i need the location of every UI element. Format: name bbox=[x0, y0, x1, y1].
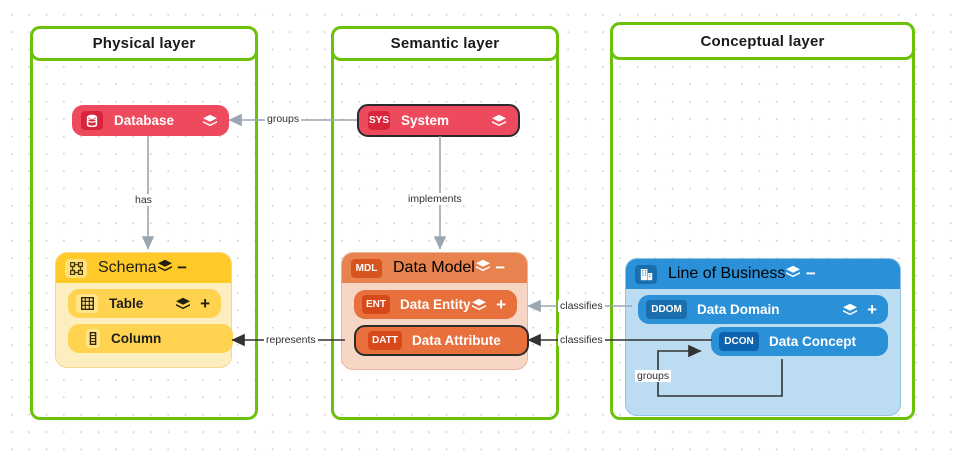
schema-nodes-icon bbox=[65, 258, 87, 278]
lane-header-physical[interactable]: Physical layer bbox=[30, 26, 258, 61]
lane-header-semantic[interactable]: Semantic layer bbox=[331, 26, 559, 61]
layers-icon[interactable] bbox=[175, 297, 191, 311]
node-data-model-header[interactable]: MDL Data Model − bbox=[342, 253, 527, 283]
system-badge-text: SYS bbox=[368, 115, 389, 126]
data-concept-badge-text: DCON bbox=[724, 336, 754, 347]
node-label-data-attribute: Data Attribute bbox=[412, 333, 501, 348]
group-line-of-business[interactable]: Line of Business − DDOM Data Domain + DC… bbox=[625, 258, 901, 416]
node-schema-header[interactable]: Schema − bbox=[56, 253, 231, 283]
node-data-attribute[interactable]: DATT Data Attribute bbox=[354, 325, 529, 356]
column-glyph bbox=[89, 332, 97, 345]
edge-label-has: has bbox=[133, 194, 154, 206]
node-data-entity[interactable]: ENT Data Entity + bbox=[354, 290, 517, 319]
edge-label-groups-system-database: groups bbox=[265, 113, 302, 125]
building-glyph bbox=[640, 268, 652, 280]
layers-icon[interactable] bbox=[471, 298, 487, 312]
layers-icon[interactable] bbox=[842, 303, 858, 317]
node-label-database: Database bbox=[114, 113, 175, 128]
layers-icon[interactable] bbox=[202, 114, 218, 128]
data-domain-badge-text: DDOM bbox=[651, 304, 682, 315]
schema-glyph bbox=[69, 261, 83, 275]
data-entity-badge: ENT bbox=[362, 295, 390, 314]
lane-title-semantic: Semantic layer bbox=[390, 35, 500, 52]
node-column[interactable]: Column bbox=[68, 324, 233, 353]
node-label-column: Column bbox=[111, 331, 162, 346]
data-domain-badge: DDOM bbox=[646, 300, 687, 319]
table-glyph bbox=[80, 297, 94, 310]
data-model-badge: MDL bbox=[351, 258, 382, 278]
edge-label-classifies-concept-attribute: classifies bbox=[558, 334, 605, 346]
collapse-toggle-data-model[interactable]: − bbox=[495, 257, 506, 277]
collapse-toggle-schema[interactable]: − bbox=[177, 257, 188, 277]
layers-icon[interactable] bbox=[491, 114, 507, 128]
node-label-system: System bbox=[401, 113, 450, 128]
node-data-concept[interactable]: DCON Data Concept bbox=[711, 327, 888, 356]
node-label-data-concept: Data Concept bbox=[769, 334, 857, 349]
data-concept-badge: DCON bbox=[719, 332, 759, 351]
node-system[interactable]: SYS System bbox=[357, 104, 520, 137]
system-badge: SYS bbox=[368, 111, 390, 130]
node-line-of-business-header[interactable]: Line of Business − bbox=[626, 259, 900, 289]
node-database[interactable]: Database bbox=[72, 105, 229, 136]
node-table[interactable]: Table + bbox=[68, 289, 221, 318]
edge-label-groups-concept-self: groups bbox=[635, 370, 672, 382]
data-attribute-badge: DATT bbox=[368, 331, 402, 350]
lane-title-physical: Physical layer bbox=[92, 35, 196, 52]
data-model-badge-text: MDL bbox=[355, 262, 378, 274]
node-label-schema: Schema bbox=[98, 259, 157, 276]
database-glyph bbox=[86, 114, 98, 127]
node-label-table: Table bbox=[109, 296, 144, 311]
node-label-data-model: Data Model bbox=[393, 259, 475, 276]
data-entity-badge-text: ENT bbox=[366, 299, 386, 310]
data-attribute-badge-text: DATT bbox=[372, 335, 398, 346]
lane-title-conceptual: Conceptual layer bbox=[700, 32, 825, 50]
table-grid-icon bbox=[76, 294, 98, 313]
layers-icon[interactable] bbox=[157, 259, 177, 277]
column-icon bbox=[86, 329, 100, 348]
expand-toggle-data-domain[interactable]: + bbox=[867, 300, 877, 319]
group-schema[interactable]: Schema − Table + bbox=[55, 252, 233, 368]
expand-toggle-data-entity[interactable]: + bbox=[496, 295, 506, 314]
lane-header-conceptual[interactable]: Conceptual layer bbox=[610, 22, 915, 60]
expand-toggle-table[interactable]: + bbox=[200, 294, 210, 313]
node-label-data-domain: Data Domain bbox=[697, 302, 780, 317]
group-data-model[interactable]: MDL Data Model − ENT Data Entity + DATT … bbox=[341, 252, 529, 370]
database-icon bbox=[81, 111, 103, 130]
layers-icon[interactable] bbox=[785, 265, 805, 283]
layers-icon[interactable] bbox=[475, 259, 495, 277]
edge-label-implements: implements bbox=[406, 193, 464, 205]
edge-label-represents: represents bbox=[264, 334, 318, 346]
node-label-data-entity: Data Entity bbox=[400, 297, 471, 312]
edge-label-classifies-domain-entity: classifies bbox=[558, 300, 605, 312]
node-data-domain[interactable]: DDOM Data Domain + bbox=[638, 295, 888, 324]
node-label-line-of-business: Line of Business bbox=[668, 265, 786, 282]
collapse-toggle-line-of-business[interactable]: − bbox=[805, 263, 816, 283]
line-of-business-icon bbox=[635, 264, 657, 284]
